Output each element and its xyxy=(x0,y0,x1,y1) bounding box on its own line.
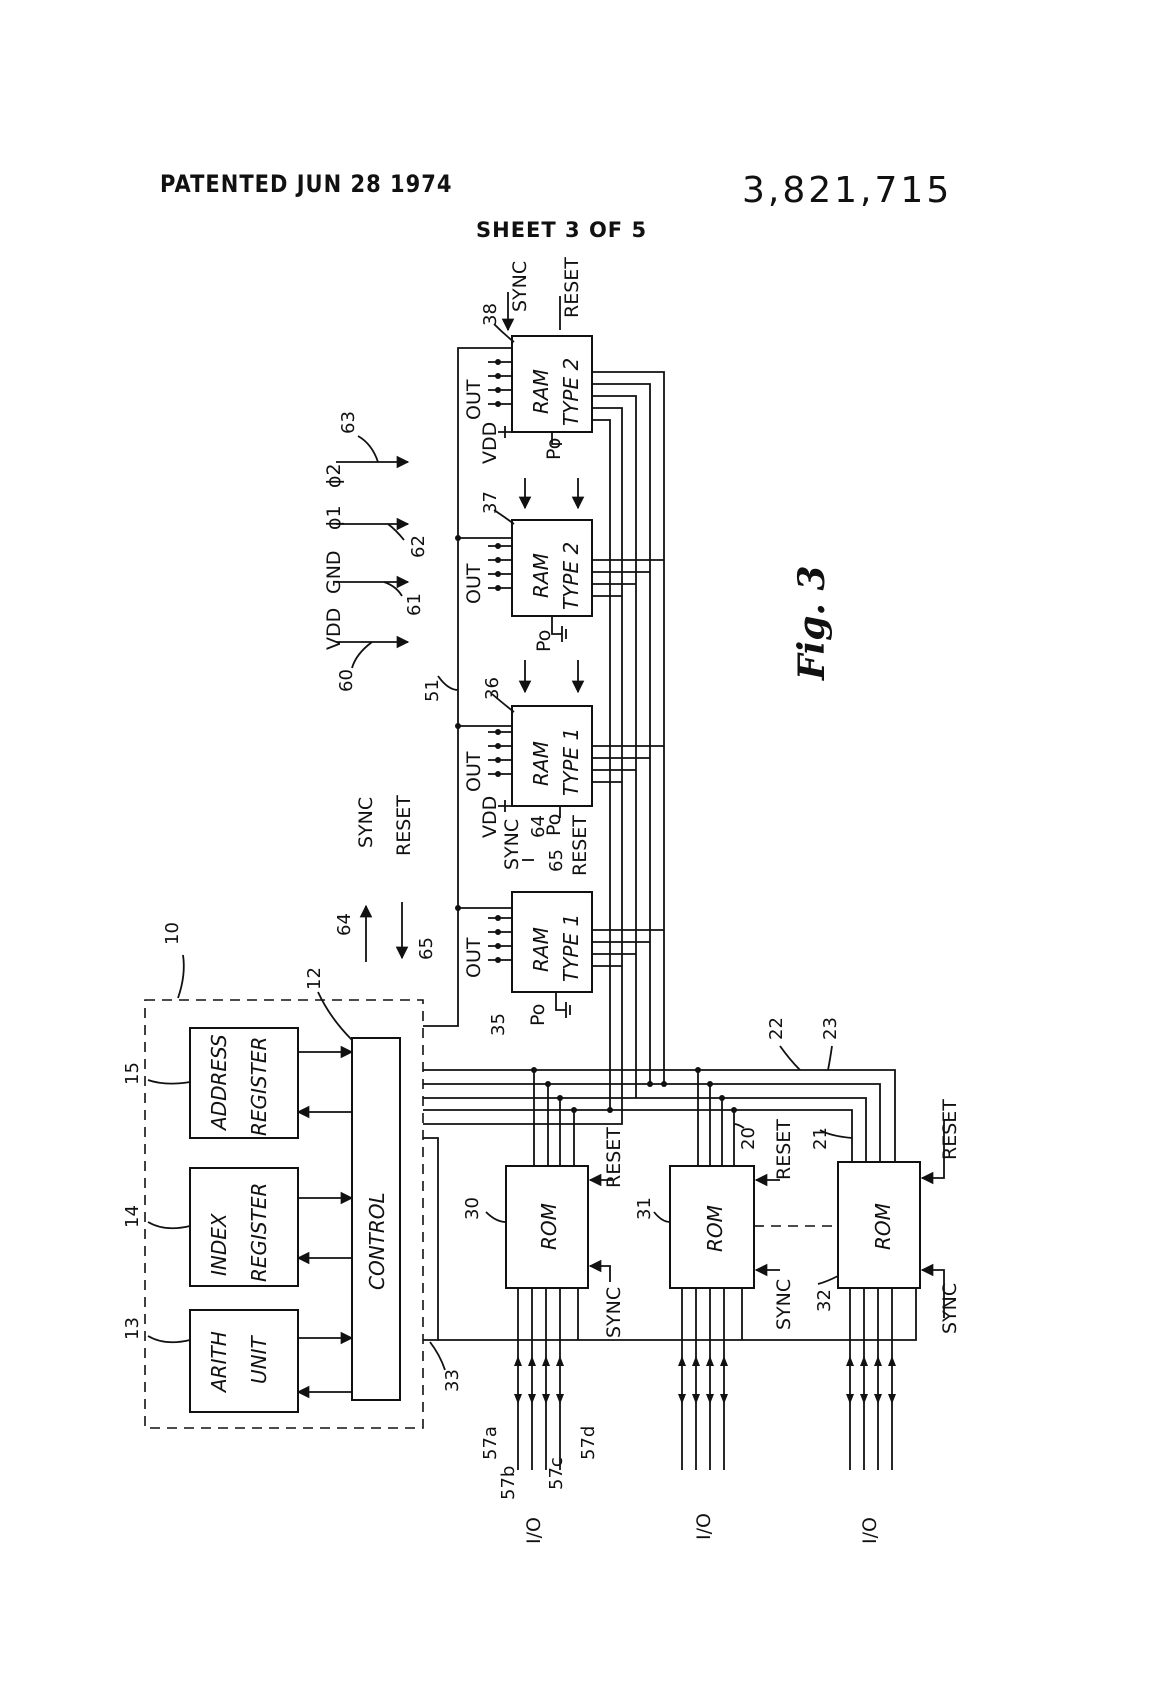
ram-35-ref: 35 xyxy=(488,1013,509,1036)
rom-30-sync: SYNC xyxy=(603,1287,625,1338)
patent-date: PATENTED JUN 28 1974 xyxy=(160,170,453,198)
bus-22-ref: 22 xyxy=(766,1017,787,1040)
cpu-ref: 10 xyxy=(162,922,183,945)
address-register-label-2: REGISTER xyxy=(247,1037,271,1136)
index-register-label: INDEX xyxy=(207,1212,231,1276)
ram-37-label: RAM xyxy=(529,553,553,598)
phi2-ref: 63 xyxy=(338,411,359,434)
gnd-label: GND xyxy=(323,550,345,594)
ram-38-ref: 38 xyxy=(480,303,501,326)
reset-top-label: RESET xyxy=(561,257,583,318)
sync-ram-label: SYNC xyxy=(501,819,523,870)
rom-30-reset: RESET xyxy=(603,1127,625,1188)
sync-ram-ref: 64 xyxy=(528,815,549,838)
bus-23-ref: 23 xyxy=(820,1017,841,1040)
ram-35-label-2: TYPE 1 xyxy=(559,914,583,982)
reset-main-label: RESET xyxy=(393,795,415,856)
io-line-57c: 57c xyxy=(546,1457,567,1490)
phi2-label: ϕ2 xyxy=(323,463,345,488)
index-register-box xyxy=(189,1167,299,1287)
ram-36-label: RAM xyxy=(529,741,553,786)
bus-20-ref: 20 xyxy=(738,1127,759,1150)
patent-number: 3,821,715 xyxy=(742,170,953,211)
reset-main-ref: 65 xyxy=(416,937,437,960)
ram-37-out: OUT xyxy=(463,563,485,604)
address-register-box xyxy=(189,1027,299,1139)
ram-38-po: Po xyxy=(543,438,565,460)
rom-32-ref: 32 xyxy=(814,1289,835,1312)
vdd-ref: 60 xyxy=(336,669,357,692)
ram-38-label-2: TYPE 2 xyxy=(559,358,583,426)
figure-label: Fig. 3 xyxy=(791,565,833,681)
rom-31-label: ROM xyxy=(703,1205,727,1252)
index-register-label-2: REGISTER xyxy=(247,1183,271,1282)
ram-36-label-2: TYPE 1 xyxy=(559,728,583,796)
io-label-2: I/O xyxy=(693,1513,715,1540)
rom-32-box xyxy=(837,1161,921,1289)
index-register-ref: 14 xyxy=(122,1205,143,1228)
ram-38-vdd: VDD xyxy=(479,422,501,464)
ram-36-box xyxy=(511,705,593,807)
rom-30-ref: 30 xyxy=(462,1197,483,1220)
address-register-label: ADDRESS xyxy=(207,1034,231,1132)
io-label-1: I/O xyxy=(523,1517,545,1544)
ram-37-label-2: TYPE 2 xyxy=(559,542,583,610)
arith-unit-label: ARITH xyxy=(207,1331,231,1394)
address-register-ref: 15 xyxy=(122,1062,143,1085)
control-ref: 12 xyxy=(304,967,325,990)
ram-36-po: Po xyxy=(543,814,565,836)
sheet-number: SHEET 3 OF 5 xyxy=(476,218,648,242)
ram-36-vdd: VDD xyxy=(479,796,501,838)
rom-32-label: ROM xyxy=(871,1203,895,1250)
arith-unit-label-2: UNIT xyxy=(247,1335,271,1384)
gnd-ref: 61 xyxy=(404,593,425,616)
control-box xyxy=(351,1037,401,1401)
io-line-57b: 57b xyxy=(498,1466,519,1500)
reset-ram-label: RESET xyxy=(569,815,591,876)
rom-30-box xyxy=(505,1165,589,1289)
vdd-label: VDD xyxy=(323,608,345,650)
cpu-enclosure xyxy=(144,999,424,1429)
rom-32-reset: RESET xyxy=(939,1099,961,1160)
arith-unit-box xyxy=(189,1309,299,1413)
phi1-ref: 62 xyxy=(408,535,429,558)
ram-35-po: Po xyxy=(527,1004,549,1026)
ram-36-ref: 36 xyxy=(482,677,503,700)
ram-35-box xyxy=(511,891,593,993)
ram-37-po: Po xyxy=(533,630,555,652)
rom-31-ref: 31 xyxy=(634,1197,655,1220)
io-line-57a: 57a xyxy=(480,1426,501,1460)
ram-35-out: OUT xyxy=(463,937,485,978)
phi1-label: ϕ1 xyxy=(323,505,345,530)
rom-31-reset: RESET xyxy=(773,1119,795,1180)
ram-35-label: RAM xyxy=(529,927,553,972)
ram-36-out: OUT xyxy=(463,751,485,792)
sync-top-label: SYNC xyxy=(509,261,531,312)
sync-main-label: SYNC xyxy=(355,797,377,848)
rom-31-box xyxy=(669,1165,755,1289)
ram-38-label: RAM xyxy=(529,369,553,414)
rom-32-sync: SYNC xyxy=(939,1283,961,1334)
bus-51-ref: 51 xyxy=(422,679,443,702)
rom-30-label: ROM xyxy=(537,1203,561,1250)
arith-unit-ref: 13 xyxy=(122,1317,143,1340)
bus-33-ref: 33 xyxy=(442,1369,463,1392)
ram-38-out: OUT xyxy=(463,379,485,420)
control-label: CONTROL xyxy=(365,1192,389,1290)
rom-31-sync: SYNC xyxy=(773,1279,795,1330)
ram-37-box xyxy=(511,519,593,617)
io-line-57d: 57d xyxy=(578,1426,599,1460)
io-label-3: I/O xyxy=(859,1517,881,1544)
ram-37-ref: 37 xyxy=(480,491,501,514)
sync-main-ref: 64 xyxy=(334,913,355,936)
reset-ram-ref: 65 xyxy=(546,849,567,872)
